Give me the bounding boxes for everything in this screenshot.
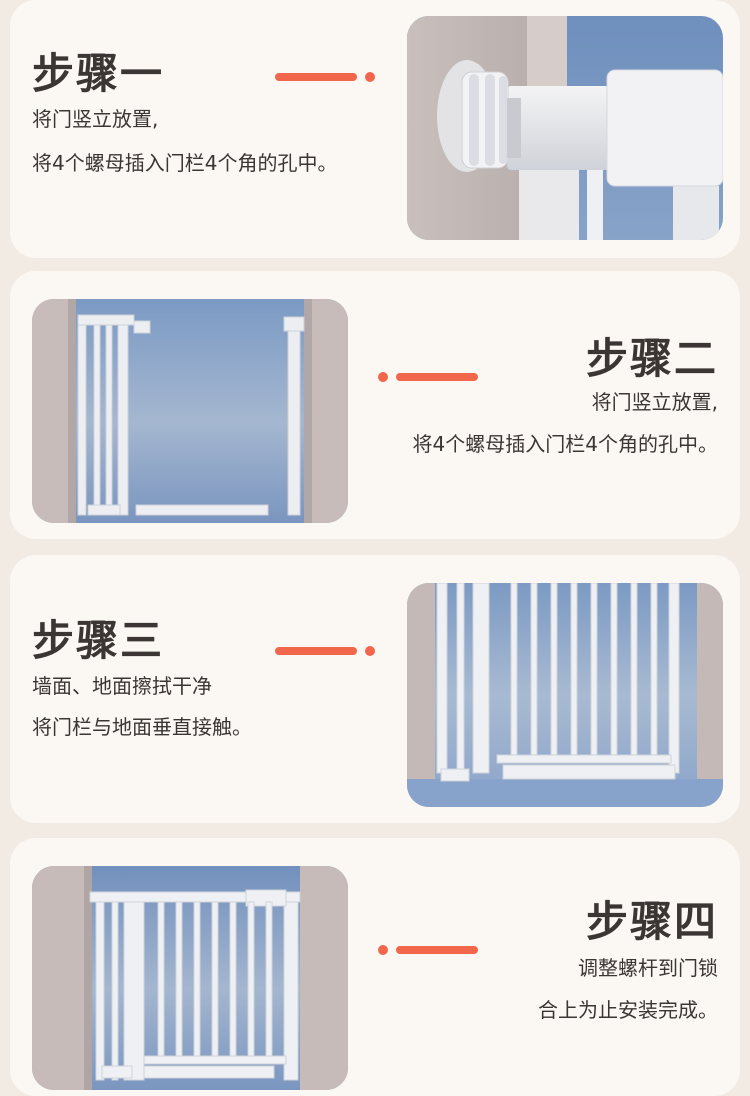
step-desc-line2: 将4个螺母插入门栏4个角的孔中。 <box>32 151 338 175</box>
step-title: 步骤二 <box>585 334 718 383</box>
step-desc-line2: 将门栏与地面垂直接触。 <box>32 715 252 739</box>
accent-line <box>378 372 478 382</box>
accent-line <box>275 646 375 656</box>
step-desc-line1: 墙面、地面擦拭干净 <box>32 674 212 698</box>
accent-line <box>378 945 478 955</box>
step-photo-gate-installed <box>32 866 348 1090</box>
step-card-3: 步骤三 墙面、地面擦拭干净 将门栏与地面垂直接触。 <box>10 555 740 823</box>
step-title: 步骤四 <box>585 897 718 946</box>
step-title: 步骤三 <box>32 616 165 665</box>
step-desc-line2: 合上为止安装完成。 <box>538 998 718 1022</box>
step-title: 步骤一 <box>32 49 165 98</box>
step-photo-gate-floor <box>407 583 723 807</box>
step-photo-gate-frame <box>32 299 348 523</box>
step-desc-line1: 将门竖立放置, <box>591 390 718 414</box>
step-photo-nut-closeup <box>407 16 723 240</box>
step-desc-line1: 调整螺杆到门锁 <box>578 956 718 980</box>
accent-line <box>275 72 375 82</box>
step-card-4: 步骤四 调整螺杆到门锁 合上为止安装完成。 <box>10 838 740 1096</box>
step-desc-line2: 将4个螺母插入门栏4个角的孔中。 <box>412 432 718 456</box>
step-card-2: 步骤二 将门竖立放置, 将4个螺母插入门栏4个角的孔中。 <box>10 271 740 539</box>
step-desc-line1: 将门竖立放置, <box>32 107 159 131</box>
step-card-1: 步骤一 将门竖立放置, 将4个螺母插入门栏4个角的孔中。 <box>10 0 740 258</box>
